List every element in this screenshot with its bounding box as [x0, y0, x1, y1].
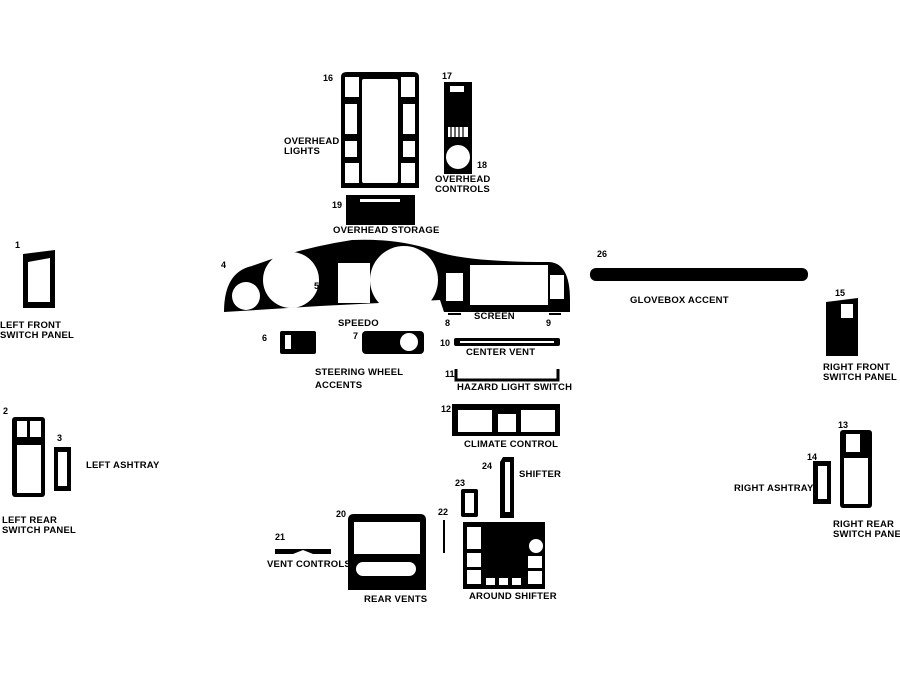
part-number-26: 26 [597, 249, 608, 259]
label-line: REAR VENTS [364, 594, 428, 605]
label-line: LEFT FRONT [0, 320, 62, 331]
part-6-steering-accent [280, 331, 316, 354]
label-line: STEERING WHEEL [315, 367, 404, 378]
label-line: RIGHT REAR [833, 519, 895, 530]
part-17-18-overhead-controls [444, 82, 472, 174]
label-line: LEFT REAR [2, 515, 58, 526]
label-line: AROUND SHIFTER [469, 591, 557, 602]
part-13-right-rear-switch-panel [840, 430, 872, 508]
label-line: OVERHEAD [284, 136, 340, 147]
label-right-rear-switch-panel: RIGHT REAR SWITCH PANEL [833, 520, 900, 540]
part-14-right-ashtray [813, 461, 831, 504]
label-rear-vents: REAR VENTS [364, 595, 427, 605]
label-shifter: SHIFTER [519, 470, 561, 480]
part-8-strip [448, 313, 461, 315]
part-number-2: 2 [3, 406, 9, 416]
label-line: CLIMATE CONTROL [464, 439, 559, 450]
label-screen: SCREEN [474, 312, 515, 322]
label-speedo: SPEEDO [338, 319, 379, 329]
part-1-left-front-switch-panel [23, 250, 55, 308]
label-line: GLOVEBOX ACCENT [630, 295, 729, 306]
label-left-ashtray: LEFT ASHTRAY [86, 461, 159, 471]
label-line: VENT CONTROLS [267, 559, 351, 570]
label-line: RIGHT FRONT [823, 362, 891, 373]
label-line: SWITCH PANEL [823, 372, 897, 383]
part-number-14: 14 [807, 452, 818, 462]
part-2-left-rear-switch-panel [12, 417, 45, 497]
label-line: SWITCH PANEL [0, 330, 74, 341]
part-23 [461, 489, 478, 517]
part-9-strip [549, 313, 561, 315]
label-line: SHIFTER [519, 469, 562, 480]
label-right-ashtray: RIGHT ASHTRAY [734, 484, 814, 494]
part-number-3: 3 [57, 433, 63, 443]
label-line: CENTER VENT [466, 347, 536, 358]
part-number-4: 4 [221, 260, 227, 270]
part-number-21: 21 [275, 532, 286, 542]
part-10-center-vent [454, 338, 560, 346]
part-number-18: 18 [477, 160, 488, 170]
part-number-11: 11 [445, 369, 455, 379]
label-hazard-light-switch: HAZARD LIGHT SWITCH [457, 383, 572, 393]
part-number-25: 25 [505, 537, 516, 547]
label-right-front-switch-panel: RIGHT FRONT SWITCH PANEL [823, 363, 897, 383]
part-number-13: 13 [838, 420, 849, 430]
label-line: SCREEN [474, 311, 515, 322]
part-11-hazard-light-switch [454, 369, 560, 382]
label-line: RIGHT ASHTRAY [734, 483, 814, 494]
part-12-climate-control [452, 404, 560, 436]
label-line: SPEEDO [338, 318, 379, 329]
part-19-overhead-storage [346, 195, 415, 225]
label-left-front-switch-panel: LEFT FRONT SWITCH PANEL [0, 321, 74, 341]
label-overhead-storage: OVERHEAD STORAGE [333, 226, 440, 236]
label-line: SWITCH PANEL [833, 529, 900, 540]
part-15-right-front-switch-panel [826, 298, 858, 356]
label-line: HAZARD LIGHT SWITCH [457, 382, 573, 393]
part-number-6: 6 [262, 333, 268, 343]
part-25-around-shifter [463, 522, 545, 589]
part-number-19: 19 [332, 200, 343, 210]
part-number-8: 8 [445, 318, 451, 328]
part-number-16: 16 [323, 73, 334, 83]
part-7-steering-accent [362, 331, 424, 354]
part-number-12: 12 [441, 404, 452, 414]
label-overhead-lights: OVERHEAD LIGHTS [284, 137, 339, 157]
label-line: OVERHEAD [435, 174, 491, 185]
label-vent-controls: VENT CONTROLS [267, 560, 351, 570]
part-number-24: 24 [482, 461, 493, 471]
label-line: ACCENTS [315, 380, 363, 391]
part-number-22: 22 [438, 507, 449, 517]
part-21-vent-controls [275, 549, 331, 554]
label-line: SWITCH PANEL [2, 525, 76, 536]
part-22 [443, 520, 445, 553]
label-around-shifter: AROUND SHIFTER [469, 592, 557, 602]
label-line: CONTROLS [435, 184, 490, 195]
part-3-left-ashtray [54, 447, 71, 491]
part-number-23: 23 [455, 478, 466, 488]
part-number-1: 1 [15, 240, 21, 250]
part-number-7: 7 [353, 331, 359, 341]
part-24-shifter [500, 457, 514, 518]
part-number-15: 15 [835, 288, 846, 298]
part-number-9: 9 [546, 318, 552, 328]
part-number-10: 10 [440, 338, 451, 348]
label-steering-wheel-accents: STEERING WHEEL ACCENTS [315, 366, 403, 392]
part-4-5-dash-speedo [224, 239, 570, 314]
part-number-5: 5 [314, 281, 320, 291]
label-left-rear-switch-panel: LEFT REAR SWITCH PANEL [2, 516, 76, 536]
label-line: OVERHEAD STORAGE [333, 225, 440, 236]
label-glovebox-accent: GLOVEBOX ACCENT [630, 296, 729, 306]
part-26-glovebox-accent [590, 268, 808, 281]
part-20-rear-vents [348, 514, 426, 590]
part-number-20: 20 [336, 509, 347, 519]
label-climate-control: CLIMATE CONTROL [464, 440, 558, 450]
label-center-vent: CENTER VENT [466, 348, 535, 358]
part-number-17: 17 [442, 71, 453, 81]
label-overhead-controls: OVERHEAD CONTROLS [435, 175, 490, 195]
label-line: LEFT ASHTRAY [86, 460, 160, 471]
label-line: LIGHTS [284, 146, 321, 157]
part-16-overhead-lights [341, 72, 419, 188]
